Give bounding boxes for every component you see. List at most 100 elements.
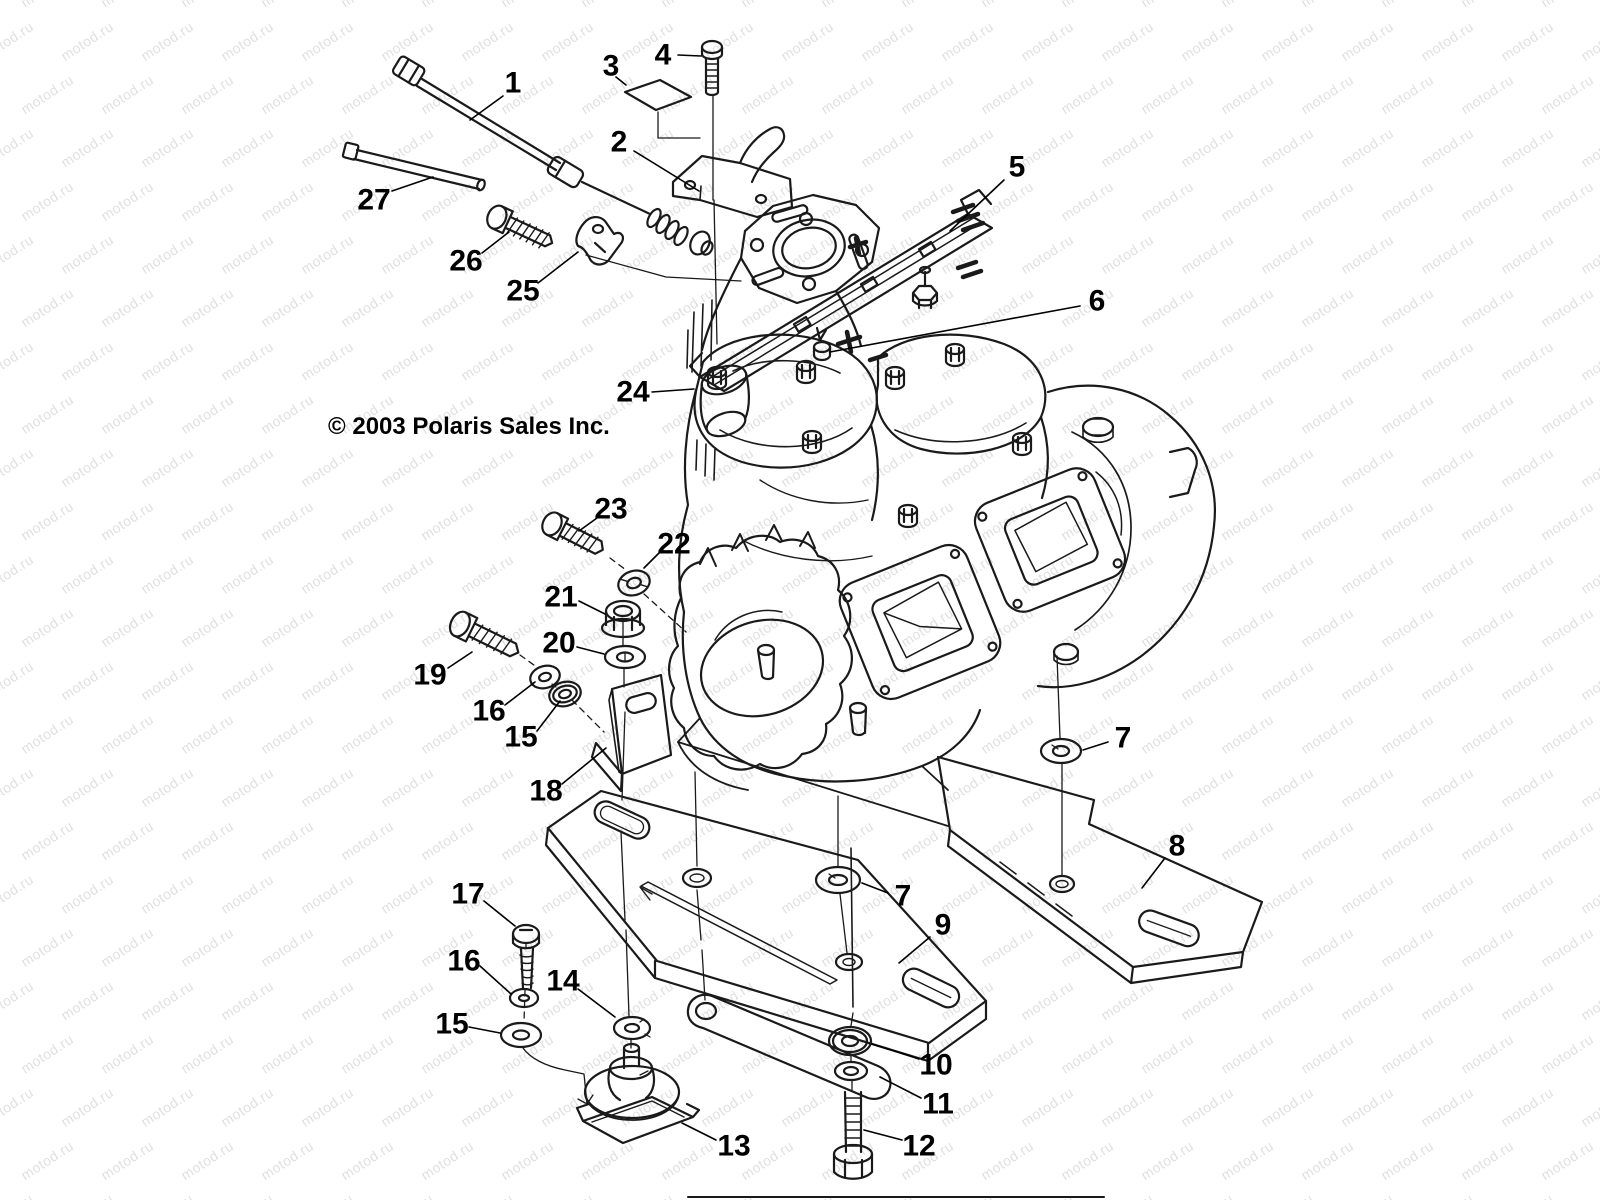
watermark-text: motod.ru (1218, 1031, 1276, 1077)
watermark-text: motod.ru (18, 1137, 76, 1183)
watermark-text: motod.ru (938, 125, 996, 171)
washer-10 (827, 1025, 873, 1057)
watermark-text: motod.ru (1178, 658, 1236, 704)
watermark-text: motod.ru (938, 1191, 996, 1200)
watermark-text: motod.ru (778, 18, 836, 64)
leader-line-8 (1141, 857, 1166, 889)
watermark-text: motod.ru (1138, 498, 1196, 544)
leader-line-16 (479, 965, 512, 995)
watermark-text: motod.ru (458, 338, 516, 384)
leader-line-17 (483, 900, 516, 927)
callout-label-17: 17 (451, 878, 484, 911)
watermark-text: motod.ru (538, 1191, 596, 1200)
lower-studs (756, 643, 868, 737)
watermark-text: motod.ru (1178, 551, 1236, 597)
watermark-text: motod.ru (778, 871, 836, 917)
watermark-text: motod.ru (1258, 871, 1316, 917)
watermark-text: motod.ru (1418, 1191, 1476, 1200)
throttle-cable (391, 55, 714, 256)
watermark-text: motod.ru (258, 391, 316, 437)
callout-label-21: 21 (544, 581, 577, 614)
engine-mount-13 (575, 1042, 701, 1145)
watermark-text: motod.ru (1258, 231, 1316, 277)
watermark-text: motod.ru (338, 0, 396, 11)
watermark-text: motod.ru (178, 178, 236, 224)
watermark-text: motod.ru (1178, 18, 1236, 64)
watermark-text: motod.ru (1498, 125, 1556, 171)
leader-line-5 (949, 179, 1005, 232)
watermark-text: motod.ru (458, 18, 516, 64)
watermark-text: motod.ru (0, 18, 36, 64)
leader-line-13 (681, 1122, 717, 1141)
watermark-text: motod.ru (1218, 391, 1276, 437)
watermark-text: motod.ru (338, 924, 396, 970)
watermark-text: motod.ru (98, 285, 156, 331)
watermark-text: motod.ru (978, 711, 1036, 757)
watermark-text: motod.ru (218, 978, 276, 1024)
watermark-text: motod.ru (858, 978, 916, 1024)
watermark-text: motod.ru (1378, 1031, 1436, 1077)
watermark-text: motod.ru (258, 711, 316, 757)
watermark-text: motod.ru (1138, 0, 1196, 11)
watermark-text: motod.ru (658, 1137, 716, 1183)
watermark-text: motod.ru (18, 711, 76, 757)
callout-label-15: 15 (435, 1008, 468, 1041)
leader-line-9 (898, 936, 931, 964)
callout-label-8: 8 (1169, 830, 1186, 863)
engine-illustration (341, 39, 1264, 1198)
watermark-text: motod.ru (1338, 764, 1396, 810)
watermark-text: motod.ru (1058, 1031, 1116, 1077)
watermark-text: motod.ru (298, 551, 356, 597)
watermark-text: motod.ru (1018, 978, 1076, 1024)
watermark-text: motod.ru (1338, 658, 1396, 704)
watermark-text: motod.ru (218, 338, 276, 384)
watermark-text: motod.ru (0, 338, 36, 384)
watermark-text: motod.ru (978, 924, 1036, 970)
watermark-text: motod.ru (378, 231, 436, 277)
watermark-text: motod.ru (1538, 391, 1596, 437)
leader-line-19 (447, 651, 473, 669)
watermark-text: motod.ru (658, 1031, 716, 1077)
watermark-text: motod.ru (258, 818, 316, 864)
leader-line-10 (871, 1043, 920, 1060)
watermark-text: motod.ru (1098, 18, 1156, 64)
leader-line-2 (633, 150, 700, 192)
exhaust-flange (700, 193, 881, 352)
leader-line-6 (829, 305, 1081, 353)
watermark-text: motod.ru (1418, 125, 1476, 171)
watermark-text: motod.ru (618, 1191, 676, 1200)
watermark-text: motod.ru (138, 231, 196, 277)
watermark-text: motod.ru (498, 1137, 556, 1183)
leader-line-23 (578, 517, 598, 532)
watermark-text: motod.ru (138, 445, 196, 491)
watermark-text: motod.ru (138, 871, 196, 917)
watermark-text: motod.ru (578, 1137, 636, 1183)
watermark-text: motod.ru (858, 1191, 916, 1200)
watermark-text: motod.ru (1218, 71, 1276, 117)
watermark-text: motod.ru (1418, 551, 1476, 597)
watermark-text: motod.ru (458, 1191, 516, 1200)
watermark-text: motod.ru (658, 604, 716, 650)
watermark-text: motod.ru (738, 604, 796, 650)
watermark-text: motod.ru (1458, 924, 1516, 970)
watermark-text: motod.ru (1218, 498, 1276, 544)
callout-label-2: 2 (611, 126, 628, 159)
watermark-text: motod.ru (378, 871, 436, 917)
watermark-text: motod.ru (218, 445, 276, 491)
reed-valve-left (838, 543, 1002, 701)
watermark-text: motod.ru (1178, 125, 1236, 171)
reed-valve-right (973, 467, 1127, 613)
watermark-text: motod.ru (1258, 338, 1316, 384)
watermark-text: motod.ru (1338, 1191, 1396, 1200)
watermark-text: motod.ru (538, 445, 596, 491)
watermark-text: motod.ru (218, 231, 276, 277)
watermark-text: motod.ru (898, 285, 956, 331)
watermark-text: motod.ru (18, 391, 76, 437)
watermark-text: motod.ru (1498, 338, 1556, 384)
watermark-text: motod.ru (1178, 1084, 1236, 1130)
watermark-text: motod.ru (378, 764, 436, 810)
watermark-text: motod.ru (698, 1191, 756, 1200)
watermark-text: motod.ru (298, 1084, 356, 1130)
watermark-text: motod.ru (0, 445, 36, 491)
bolt-19 (448, 610, 520, 658)
